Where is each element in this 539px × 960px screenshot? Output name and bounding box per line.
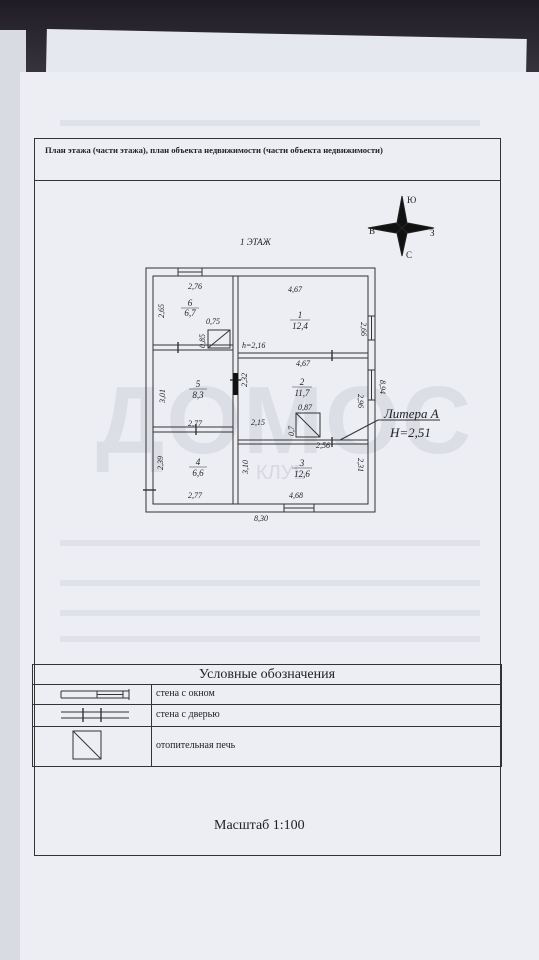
dim-room5-left: 3,01 <box>158 389 167 404</box>
dim-room4-bottom: 2,77 <box>188 491 203 500</box>
plan-frame: План этажа (части этажа), план объекта н… <box>34 138 501 856</box>
dim-room2-right: 2,96 <box>356 394 365 408</box>
dim-h-label: h=2,16 <box>242 341 265 350</box>
window-wall-icon <box>60 689 130 700</box>
room-6-area: 6,7 <box>184 308 196 318</box>
room-6-number: 6 <box>188 298 193 308</box>
stove-icon <box>207 329 231 349</box>
dim-top-right: 4,67 <box>288 285 303 294</box>
dim-corridor: 2,32 <box>240 373 249 387</box>
dim-room3-left: 3,10 <box>241 460 250 475</box>
legend-row: стена с окном <box>33 684 501 705</box>
watermark-sub: КЛУБ <box>256 462 307 484</box>
litera-name: Литера А <box>383 406 439 421</box>
walls <box>145 267 376 513</box>
dim-total-right: 8,94 <box>378 380 387 394</box>
ghost-line <box>60 120 480 126</box>
legend-label: отопительная печь <box>156 740 236 751</box>
legend-row: стена с дверью <box>33 704 501 727</box>
compass-south: С <box>406 250 412 260</box>
room-3-area: 12,6 <box>294 469 310 479</box>
leader-line <box>339 419 379 441</box>
dim-room4-left: 2,39 <box>156 456 165 470</box>
document-page <box>20 72 539 960</box>
legend-title: Условные обозначения <box>33 665 501 685</box>
dim-room2-stove-side: 0,7 <box>287 425 296 436</box>
legend: Условные обозначения стена с окном <box>32 664 502 767</box>
dim-room3-right: 2,31 <box>356 458 365 472</box>
door-wall-icon <box>61 708 129 722</box>
door-opening <box>233 373 238 395</box>
ghost-line <box>60 540 480 546</box>
compass <box>367 195 435 257</box>
room-5-number: 5 <box>196 379 201 389</box>
room-2-area: 11,7 <box>294 388 310 398</box>
dim-room5-bottom: 2,77 <box>188 419 203 428</box>
dim-room6-stove: 0,75 <box>206 317 220 326</box>
dim-room3-bottom: 4,68 <box>289 491 303 500</box>
litera-height: H=2,51 <box>389 425 431 440</box>
compass-west: В <box>369 226 375 236</box>
plan-header-title: План этажа (части этажа), план объекта н… <box>45 145 383 155</box>
plan-header: План этажа (части этажа), план объекта н… <box>35 139 500 181</box>
stoves <box>207 329 321 438</box>
ghost-line <box>60 580 480 586</box>
room-5-area: 8,3 <box>192 390 204 400</box>
legend-row: отопительная печь <box>33 726 501 766</box>
room-4-area: 6,6 <box>192 468 204 478</box>
ghost-line <box>60 610 480 616</box>
room-2-number: 2 <box>300 377 305 387</box>
dim-room2-inner: 2,15 <box>251 418 265 427</box>
legend-label: стена с окном <box>156 688 215 699</box>
scale-label: Масштаб 1:100 <box>214 818 305 833</box>
dim-room2-stove: 0,87 <box>298 403 313 412</box>
floor-label: 1 ЭТАЖ <box>240 237 272 247</box>
legend-label: стена с дверью <box>156 709 220 720</box>
room-1-number: 1 <box>298 310 303 320</box>
dim-top-left: 2,76 <box>188 282 202 291</box>
compass-east: З <box>430 228 435 238</box>
room-1-area: 12,4 <box>292 321 308 331</box>
dim-mid-right: 4,67 <box>296 359 311 368</box>
room-3-number: 3 <box>299 458 305 468</box>
room-4-number: 4 <box>196 457 201 467</box>
dim-room1-right: 2,66 <box>359 322 368 336</box>
stove-icon <box>72 730 102 760</box>
compass-north: Ю <box>407 195 416 205</box>
dim-room6-inner: 0,85 <box>198 334 207 348</box>
ghost-line <box>60 636 480 642</box>
dim-total-bottom: 8,30 <box>254 514 268 523</box>
windows <box>177 267 376 513</box>
stove-icon <box>295 412 321 438</box>
dim-room2-stove-bottom: 2,56 <box>316 441 330 450</box>
dim-room6-left: 2,65 <box>157 304 166 318</box>
